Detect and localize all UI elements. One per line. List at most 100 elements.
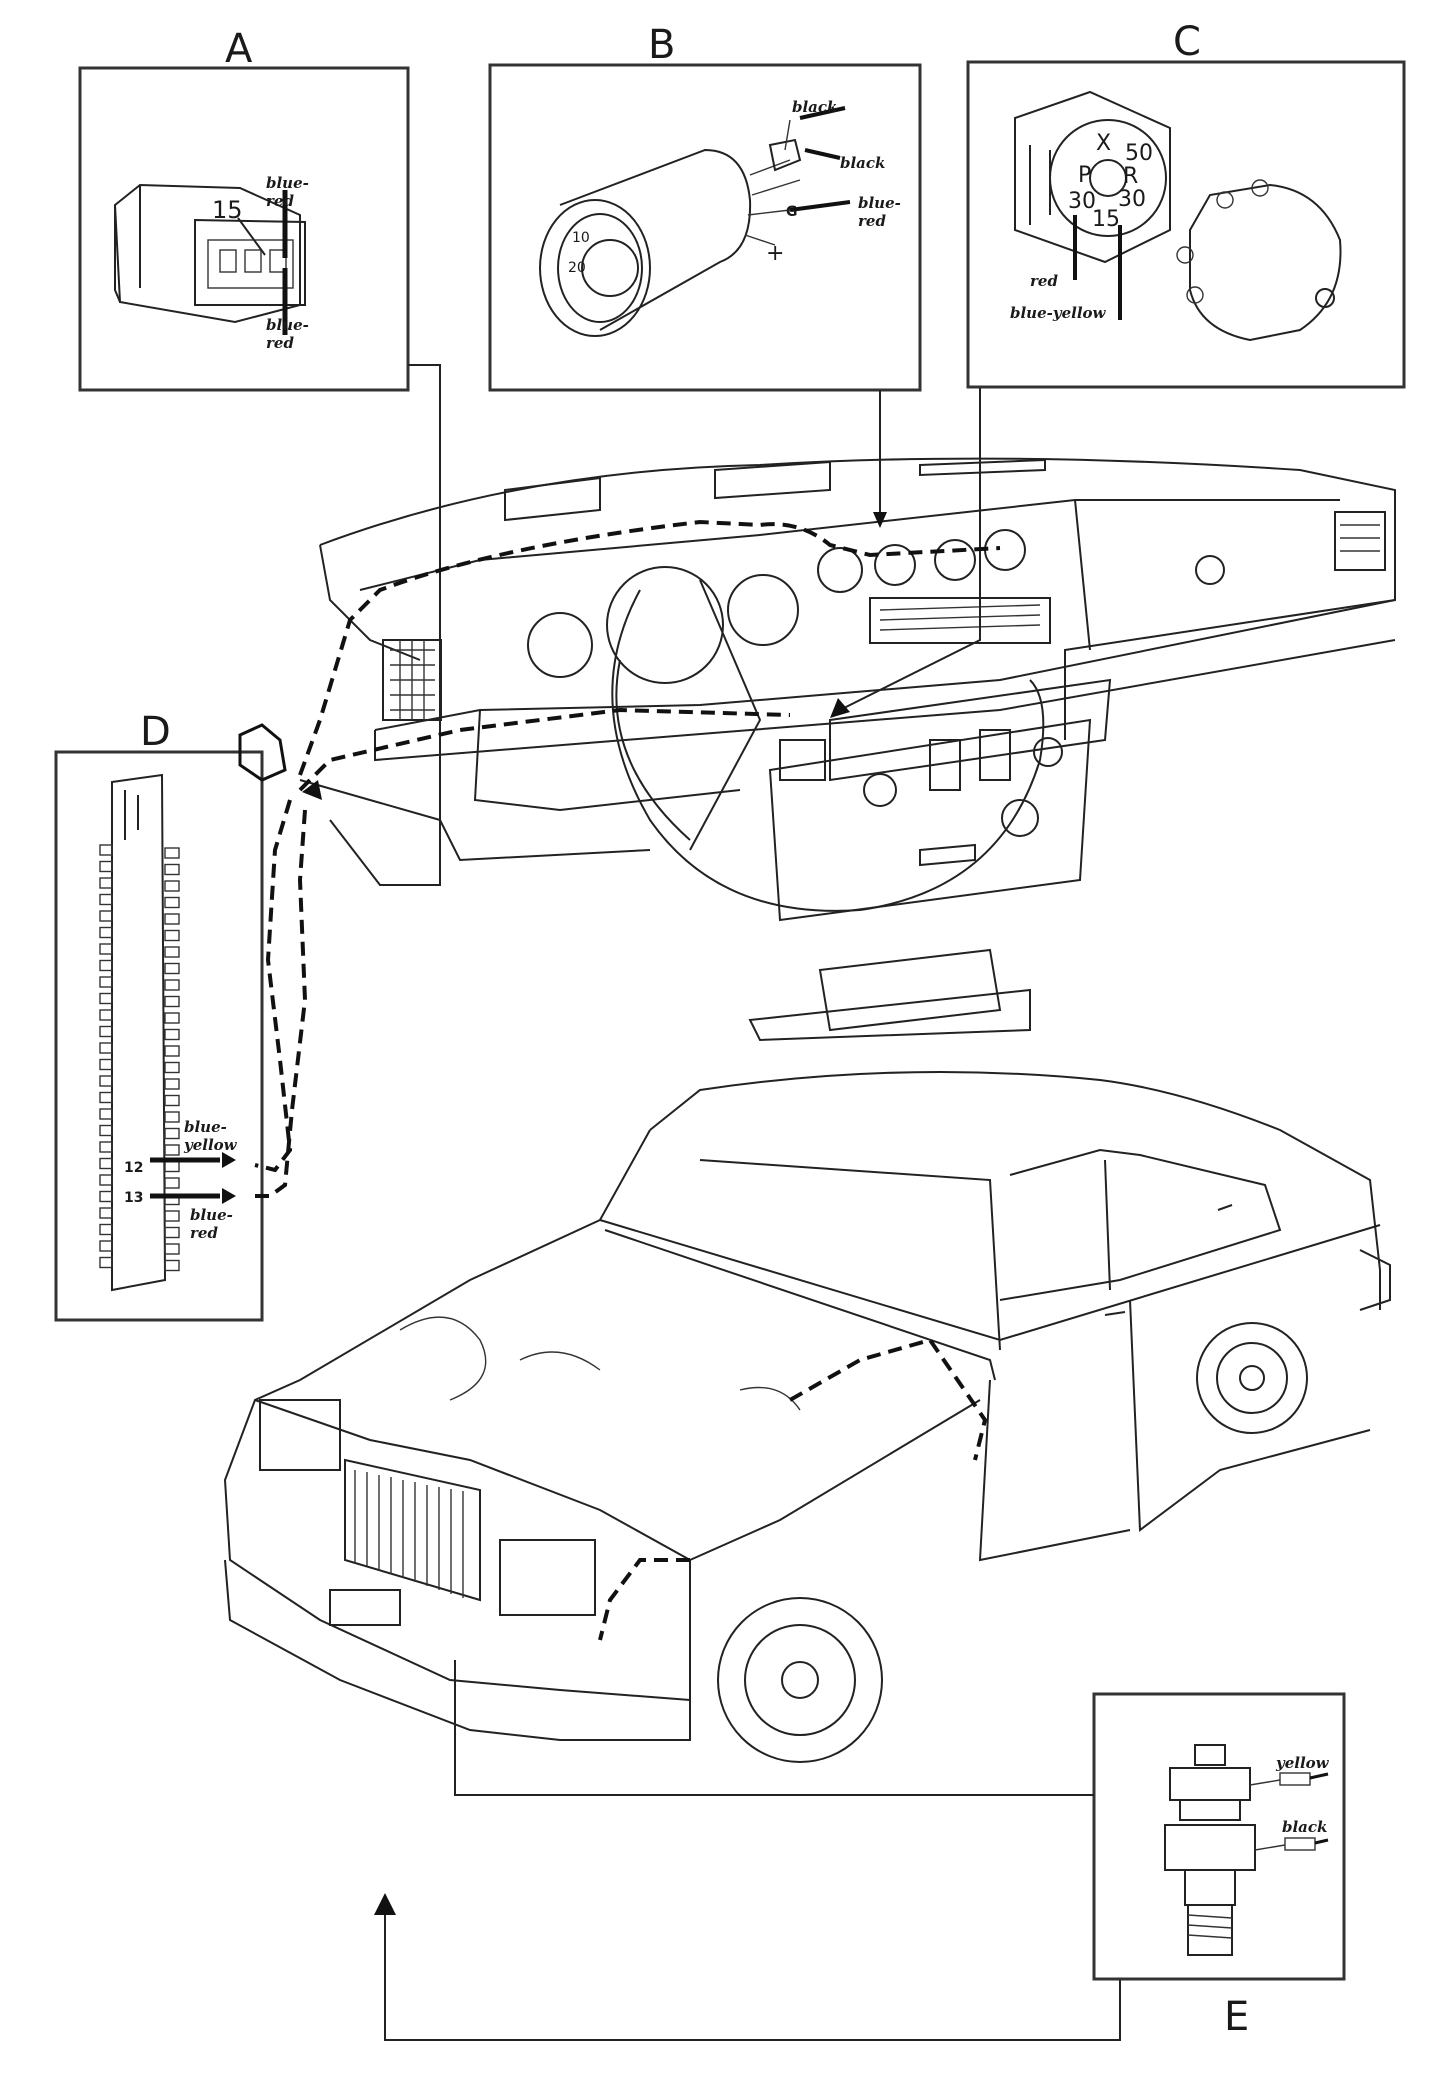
panel-b: B 10 20 black black blue- red G +	[488, 22, 922, 392]
fuse-terminal-left	[99, 1256, 113, 1269]
fuse-terminal-left	[99, 959, 113, 972]
fuse-terminal-left	[99, 1025, 113, 1038]
fuse-terminal-left	[99, 1075, 113, 1087]
leader-return	[384, 1915, 1121, 2041]
temperature-sender-illustration	[1164, 1744, 1329, 1956]
panel-e-letter: E	[1224, 1994, 1249, 2040]
wire-label-red-c: red	[1030, 272, 1058, 290]
panel-b-frame	[488, 63, 922, 392]
fuse-terminal-right	[164, 1094, 180, 1107]
fuse-terminal-left	[99, 1157, 113, 1170]
fuse-terminal-right	[164, 1177, 180, 1189]
pin-p-label: P	[1078, 163, 1091, 188]
fuse-terminal-right	[164, 863, 180, 876]
fuse-terminal-left	[99, 1141, 113, 1153]
panel-a-frame	[78, 66, 410, 392]
ignition-switch-illustration	[1014, 90, 1342, 342]
wire-label-blue-d1: blue-	[184, 1118, 227, 1136]
fuse-terminal-left	[99, 1223, 113, 1236]
leader-panel-c	[839, 388, 981, 711]
panel-c-frame	[966, 60, 1406, 389]
wire-label-black-1: black	[792, 98, 837, 116]
fuse-terminal-left	[99, 943, 113, 955]
pin-13-label: 13	[124, 1190, 143, 1206]
panel-d-letter: D	[140, 709, 171, 755]
terminal-plus-label: +	[766, 241, 784, 266]
dashed-route-dash	[298, 519, 1001, 776]
fuse-terminal-right	[164, 995, 180, 1008]
fuse-terminal-left	[99, 1108, 113, 1120]
relay-connector-illustration	[113, 183, 306, 335]
wire-label-blue-yellow-c: blue-yellow	[1010, 304, 1107, 322]
dashed-route-d1	[254, 799, 293, 1173]
fuse-terminal-right	[164, 946, 180, 958]
fuse-terminal-right	[164, 1226, 180, 1239]
fuse-terminal-right	[164, 1259, 180, 1272]
wire-label-red-3: red	[858, 212, 886, 230]
panel-c-letter: C	[1173, 19, 1201, 65]
fuse-terminal-right	[164, 962, 180, 975]
fuse-terminal-right	[164, 847, 180, 859]
fuse-terminal-left	[99, 1240, 113, 1252]
fuse-terminal-right	[164, 1045, 180, 1057]
fuse-terminal-right	[164, 979, 180, 991]
fuse-terminal-left	[99, 860, 113, 873]
wire-label-red-bottom: red	[266, 334, 294, 352]
gauge-illustration	[539, 106, 851, 337]
fuse-terminal-left	[99, 893, 113, 906]
gauge-tick-10: 10	[572, 230, 590, 246]
fuse-terminal-left	[99, 1207, 113, 1219]
dashed-route-lower	[298, 707, 791, 792]
fuse-terminal-left	[99, 877, 113, 889]
fuse-terminal-right	[164, 1028, 180, 1041]
fuse-terminal-left	[99, 1174, 113, 1186]
dashed-route-d2	[255, 809, 308, 1198]
fuse-terminal-left	[99, 910, 113, 922]
fuse-terminal-left	[99, 1042, 113, 1054]
panel-e-frame	[1092, 1692, 1346, 1981]
fuse-terminal-right	[164, 1210, 180, 1222]
pin-x-label: X	[1096, 131, 1111, 156]
pin-30a-label: 30	[1068, 189, 1096, 214]
wire-routing	[238, 364, 1121, 2041]
wire-label-blue-d2: blue-	[190, 1206, 233, 1224]
wire-label-blue: blue-	[266, 174, 309, 192]
fuse-terminal-left	[99, 992, 113, 1005]
wire-label-blue-3: blue-	[858, 194, 901, 212]
panel-e: E yellow black	[1092, 1692, 1346, 2040]
dashed-route-engine	[789, 1337, 988, 1461]
fuse-terminal-right	[164, 1111, 180, 1123]
panel-b-letter: B	[648, 22, 675, 68]
wire-label-red-d2: red	[190, 1224, 218, 1242]
dashed-route-headlight	[598, 1558, 690, 1641]
panel-a: A 15 blue- red blue- red	[78, 26, 410, 392]
pin-15-label-c: 15	[1092, 207, 1120, 232]
pin-50-label: 50	[1125, 141, 1153, 166]
connector-plug	[238, 723, 287, 782]
fuse-terminal-right	[164, 1160, 180, 1173]
terminal-g-label: G	[786, 204, 798, 220]
fuse-box-illustration	[99, 773, 180, 1292]
wire-label-black-e: black	[1282, 1818, 1327, 1836]
leader-panel-e	[454, 1660, 1094, 1796]
fuse-terminal-right	[164, 1012, 180, 1024]
fuse-terminal-right	[164, 1127, 180, 1140]
fuse-terminal-right	[164, 913, 180, 925]
panel-d: D 12 13 blue- yellow blue- red	[54, 709, 264, 1322]
fuse-terminal-right	[164, 896, 180, 909]
wire-label-red: red	[266, 192, 294, 210]
wire-label-yellow-d1: yellow	[183, 1136, 238, 1154]
pin-15-label: 15	[212, 196, 243, 224]
fuse-terminal-left	[99, 844, 113, 856]
fuse-terminal-right	[164, 1243, 180, 1255]
fuse-terminal-right	[164, 1144, 180, 1156]
wire-label-yellow-e: yellow	[1275, 1754, 1330, 1772]
fuse-terminal-left	[99, 976, 113, 988]
car-illustration	[223, 1071, 1391, 1763]
fuse-terminal-left	[99, 1124, 113, 1137]
pin-30b-label: 30	[1118, 187, 1146, 212]
gauge-tick-20: 20	[568, 260, 586, 276]
fuse-terminal-left	[99, 1009, 113, 1021]
panel-c: C X 50 P R 30 30 15 red blue-yellow	[966, 19, 1406, 389]
